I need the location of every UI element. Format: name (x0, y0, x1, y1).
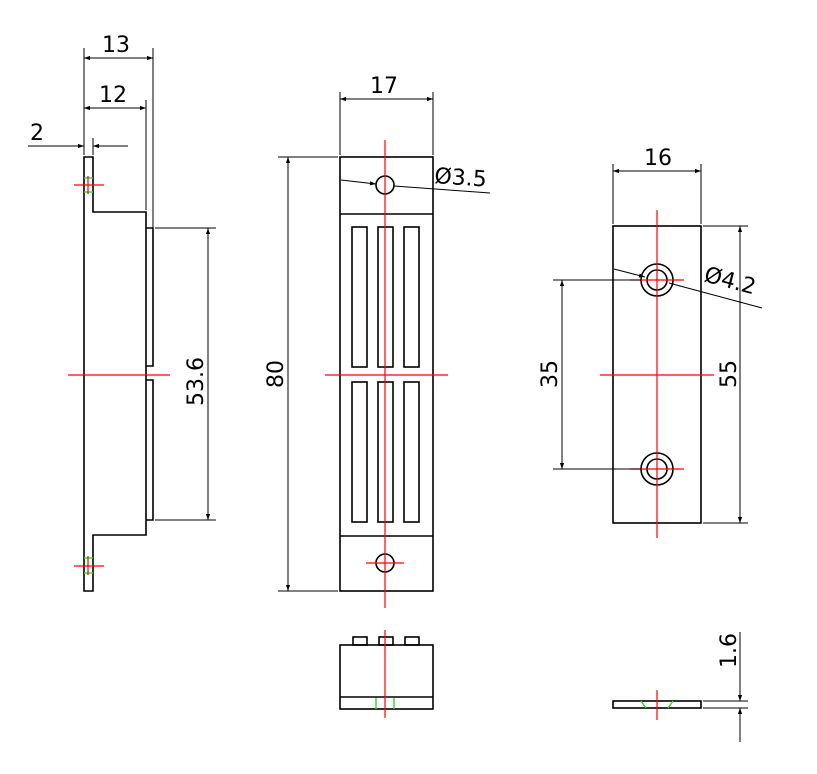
front-slot (403, 226, 420, 368)
side-view: 13 12 2 53.6 (28, 33, 216, 592)
front-view: 17 Ø3.5 80 (264, 74, 491, 608)
dim-front-width: 17 (370, 74, 398, 99)
dim-front-hole: Ø3.5 (434, 164, 488, 193)
leader-hole-4-2-tail (668, 282, 763, 309)
leader-hole-3-5-tail (393, 185, 491, 194)
dim-plate-width: 16 (644, 146, 672, 171)
dim-plate-hole: Ø4.2 (701, 263, 758, 301)
dim-plate-length: 55 (717, 360, 742, 388)
dim-side-thickness: 2 (30, 121, 44, 146)
leader-hole-4-2 (613, 268, 646, 278)
side-view-outline (83, 156, 147, 592)
dim-side-magnet-length: 53.6 (184, 357, 209, 406)
dim-plate-thickness: 1.6 (717, 633, 742, 668)
bottom-view-tab (378, 636, 394, 646)
front-slot (351, 381, 368, 523)
front-slot (403, 381, 420, 523)
leader-hole-3-5 (340, 179, 377, 186)
side-view-magnet-upper (146, 227, 154, 367)
front-view-outline (339, 156, 434, 592)
plate-edge-countersink (640, 700, 647, 709)
dim-plate-hole-spacing: 35 (538, 360, 563, 388)
plate-edge-view: 1.6 (612, 632, 748, 742)
bottom-view-outline (339, 644, 434, 710)
plate-view: 16 Ø4.2 35 55 (538, 146, 763, 538)
dim-front-length: 80 (264, 360, 289, 388)
front-slot (351, 226, 368, 368)
side-view-magnet-lower (146, 379, 154, 521)
dim-side-overall: 13 (102, 33, 130, 58)
bottom-view-tab (404, 636, 420, 646)
dim-side-body: 12 (99, 83, 127, 108)
bottom-view-tab (352, 636, 368, 646)
plate-edge-countersink (667, 700, 674, 709)
front-bottom-view (339, 630, 434, 718)
